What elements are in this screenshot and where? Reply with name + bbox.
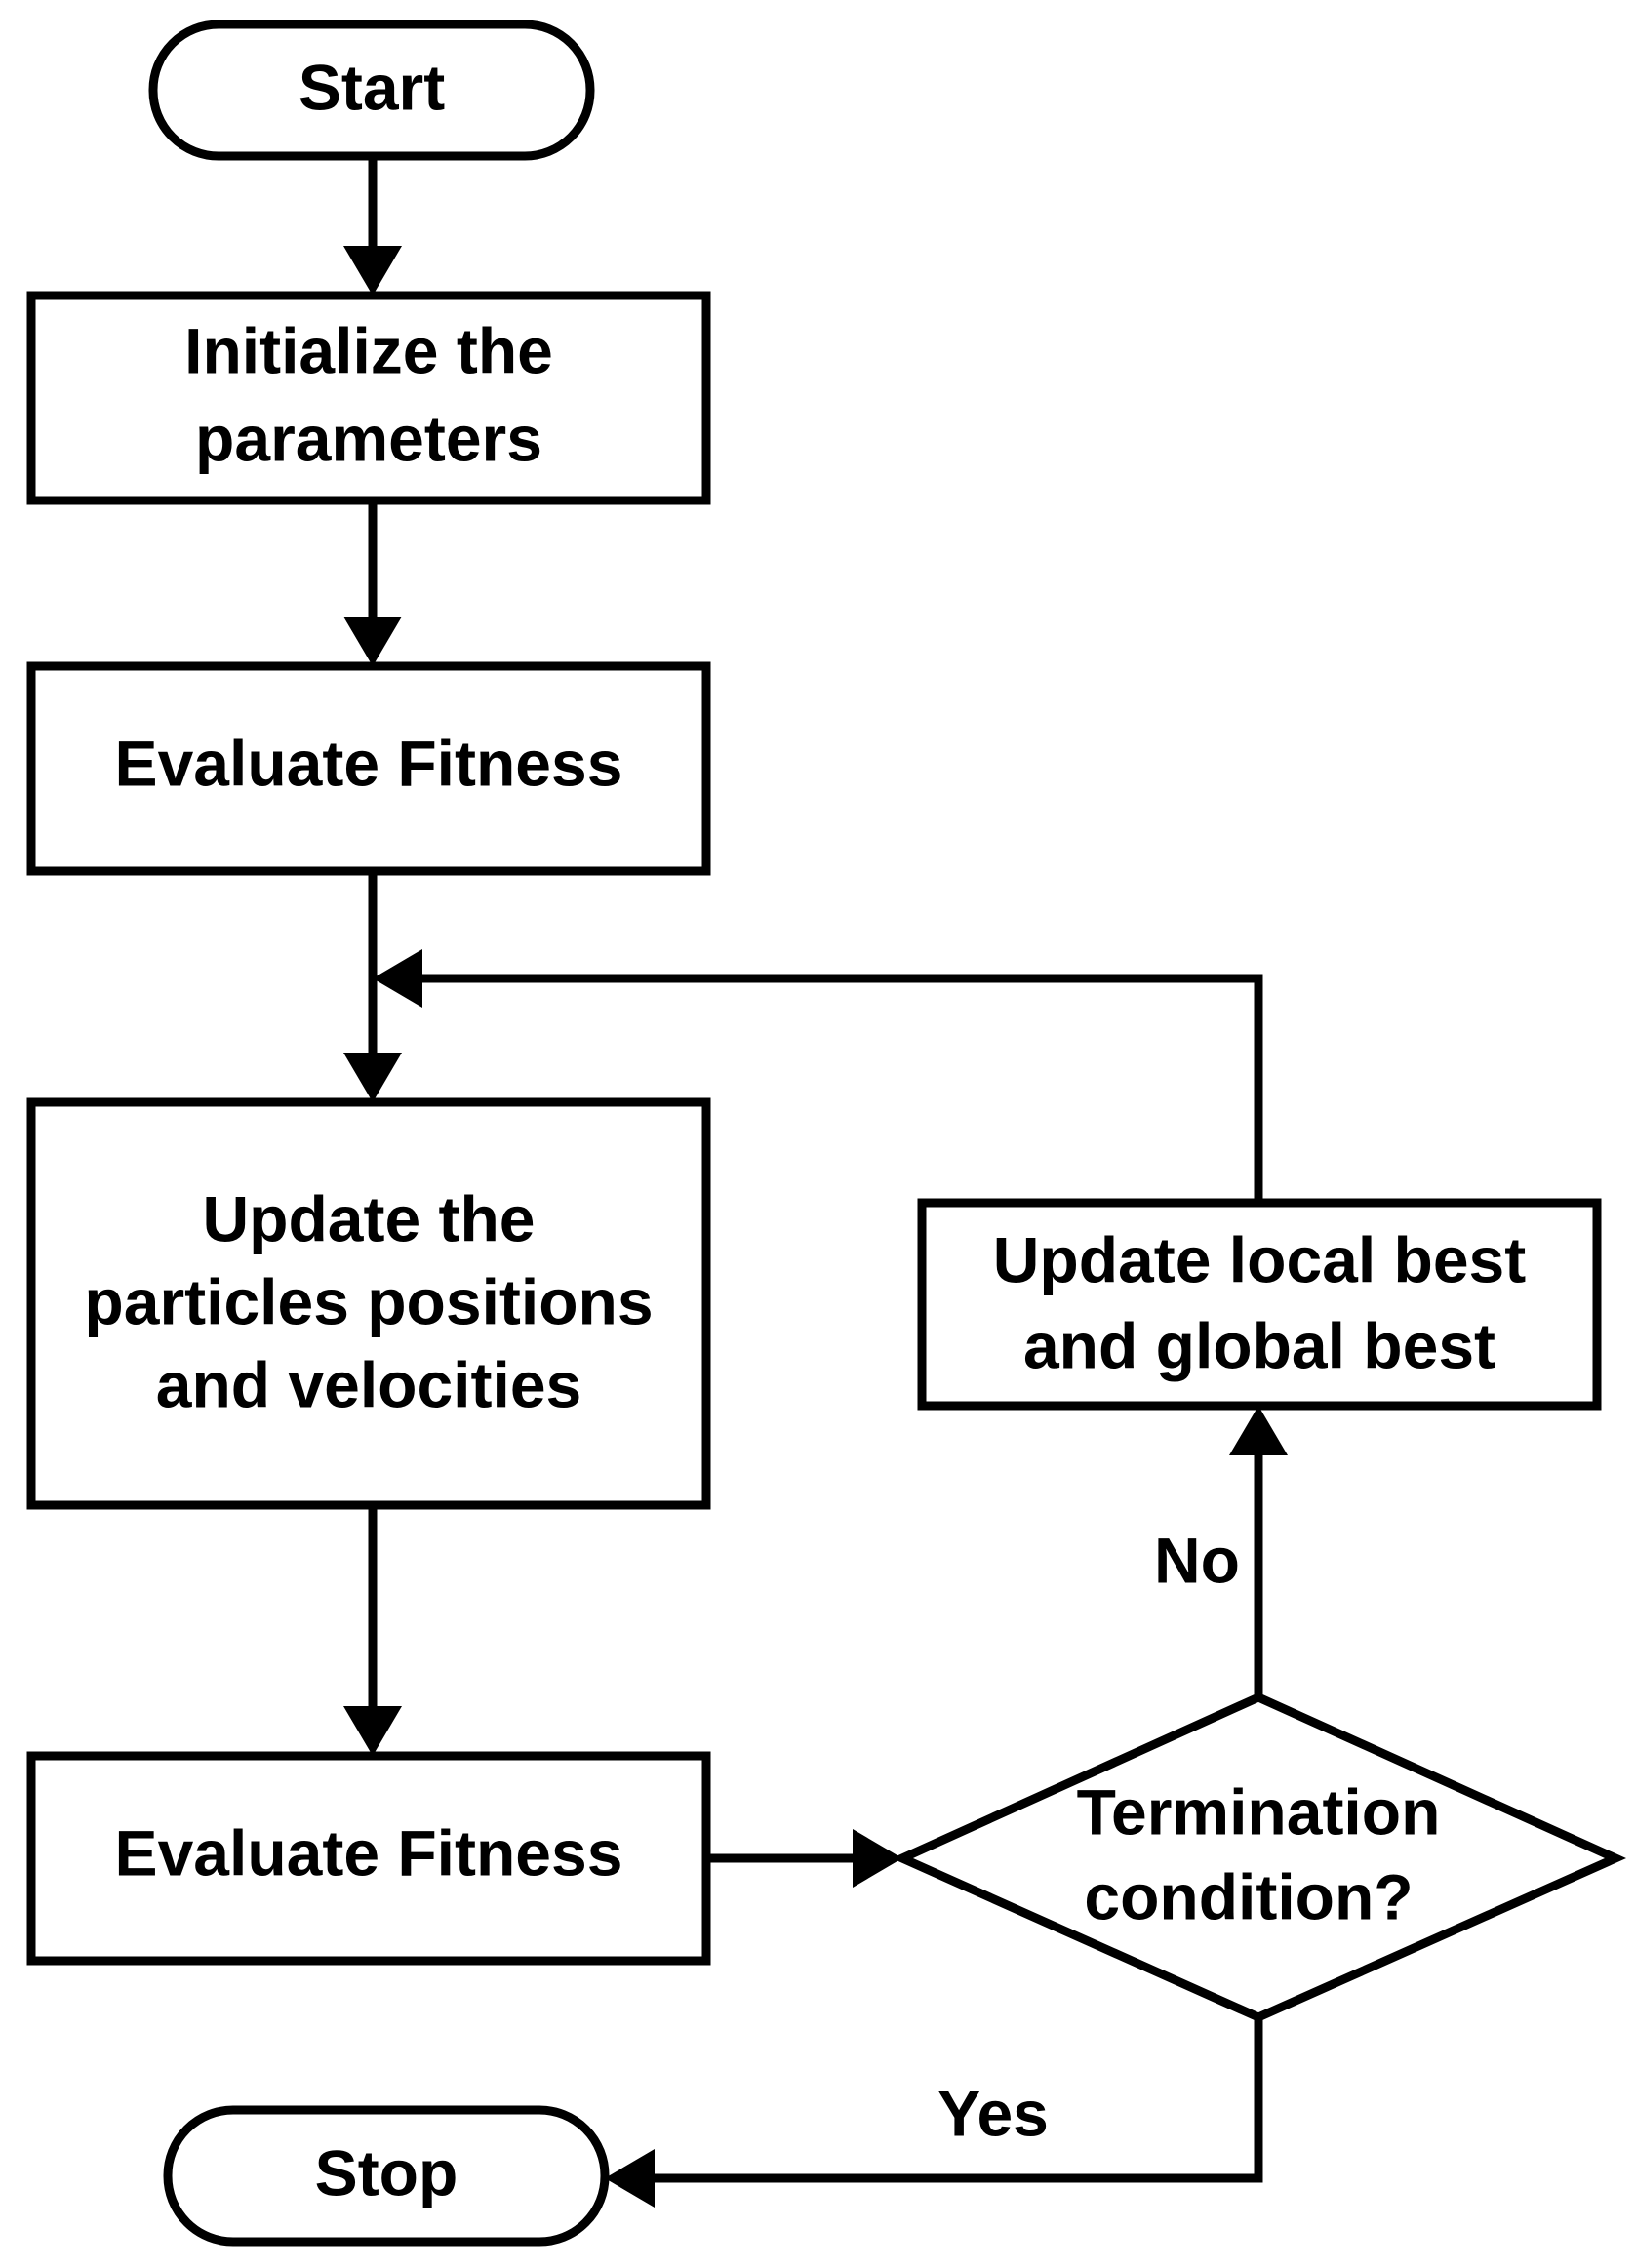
- arrowhead-down: [343, 617, 402, 666]
- stop-label: Stop: [315, 2136, 459, 2208]
- evaluate-fitness-label-2: Evaluate Fitness: [115, 1816, 623, 1889]
- edge-initialize-to-evaluate: [343, 500, 402, 666]
- start-label: Start: [299, 51, 445, 123]
- arrowhead-down: [343, 1706, 402, 1756]
- start-terminal: Start: [148, 20, 595, 161]
- arrowhead-left: [373, 949, 422, 1008]
- termination-decision-diamond: Termination condition?: [892, 1692, 1627, 2022]
- edge-evaluate-to-update-particles: [343, 871, 402, 1102]
- stop-terminal: Stop: [163, 2105, 610, 2247]
- edge-decision-no-to-update-best: [1229, 1406, 1288, 1697]
- update-particles-label-line3: and velocities: [156, 1348, 582, 1420]
- update-best-box: Update local best and global best: [917, 1198, 1602, 1411]
- update-best-label-line1: Update local best: [993, 1223, 1526, 1295]
- arrowhead-down: [343, 1053, 402, 1102]
- update-particles-label-line2: particles positions: [84, 1265, 653, 1337]
- evaluate-fitness-label-1: Evaluate Fitness: [115, 727, 623, 799]
- yes-edge-label: Yes: [937, 2077, 1049, 2149]
- edge-update-particles-to-evaluate: [343, 1505, 402, 1756]
- termination-label-line1: Termination: [1077, 1775, 1441, 1848]
- termination-label-line2: condition?: [1084, 1860, 1413, 1932]
- update-particles-box: Update the particles positions and veloc…: [26, 1097, 711, 1510]
- arrowhead-right: [853, 1829, 902, 1888]
- evaluate-fitness-box-2: Evaluate Fitness: [26, 1751, 711, 1966]
- update-best-label-line2: and global best: [1023, 1309, 1495, 1381]
- edge-start-to-initialize: [343, 156, 402, 296]
- update-particles-label-line1: Update the: [202, 1182, 535, 1254]
- initialize-label-line2: parameters: [195, 402, 542, 474]
- arrowhead-up: [1229, 1406, 1288, 1455]
- arrowhead-left: [605, 2149, 655, 2208]
- initialize-parameters-box: Initialize the parameters: [26, 291, 711, 505]
- edge-evaluate-to-decision: [706, 1829, 902, 1888]
- initialize-label-line1: Initialize the: [184, 314, 553, 386]
- edge-decision-yes-to-stop: [605, 2017, 1263, 2208]
- edge-update-best-loop-back: [373, 949, 1263, 1203]
- no-edge-label: No: [1154, 1524, 1240, 1596]
- arrowhead-down: [343, 246, 402, 296]
- evaluate-fitness-box-1: Evaluate Fitness: [26, 661, 711, 876]
